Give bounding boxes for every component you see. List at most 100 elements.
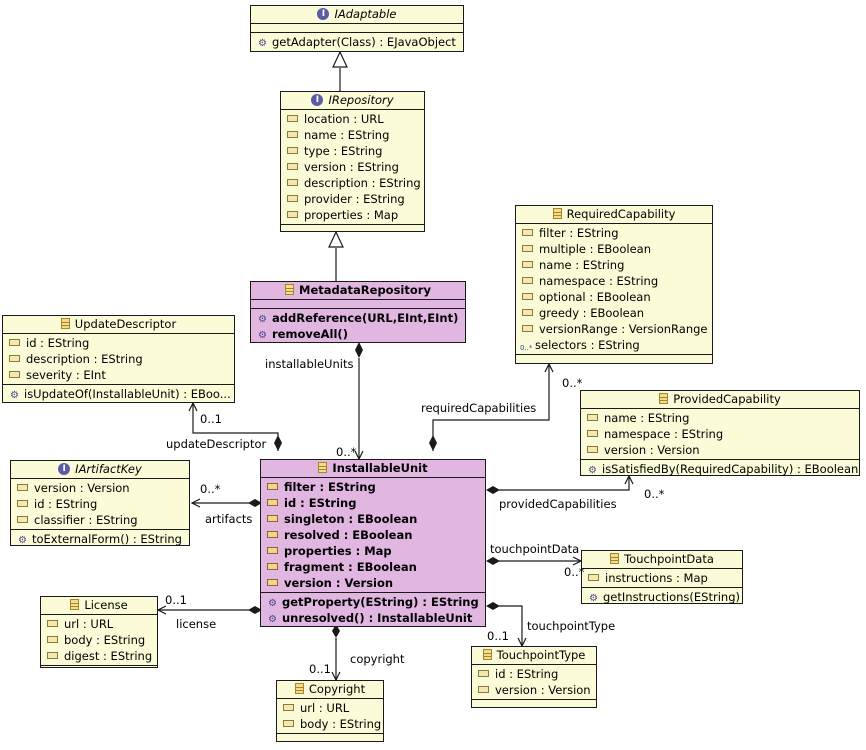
attribute-row[interactable]: provider : EString <box>281 191 424 207</box>
attribute-row[interactable]: id : EString <box>261 495 485 511</box>
attribute-row[interactable]: version : Version <box>11 480 189 496</box>
attribute-row[interactable]: id : EString <box>472 666 596 682</box>
attribute-icon <box>283 720 294 727</box>
attribute-row[interactable]: id : EString <box>11 496 189 512</box>
attribute-row[interactable]: 0..*selectors : EString <box>516 337 712 353</box>
attribute-row[interactable]: description : EString <box>281 175 424 191</box>
attribute-icon <box>9 371 20 378</box>
class-icon <box>610 553 620 564</box>
attribute-row[interactable]: versionRange : VersionRange <box>516 321 712 337</box>
attribute-icon <box>287 195 298 202</box>
class-copyright[interactable]: Copyright url : URL body : EString <box>276 680 384 742</box>
composition-diamond-installableunits <box>355 342 363 358</box>
attribute-row[interactable]: url : URL <box>277 700 383 716</box>
operation-row[interactable]: ⚙addReference(URL,EInt,EInt) <box>251 310 465 326</box>
class-touchpointtype[interactable]: TouchpointType id : EString version : Ve… <box>471 646 597 708</box>
attribute-label: classifier : EString <box>34 513 138 527</box>
attribute-row[interactable]: filter : EString <box>261 479 485 495</box>
attribute-label: versionRange : VersionRange <box>539 322 708 336</box>
attribute-label: type : EString <box>304 144 383 158</box>
attribute-label: body : EString <box>64 633 146 647</box>
attribute-row[interactable]: body : EString <box>277 716 383 732</box>
attribute-icon <box>522 229 533 236</box>
attribute-label: id : EString <box>284 496 357 510</box>
operation-row[interactable]: ⚙isSatisfiedBy(RequiredCapability) : EBo… <box>581 461 859 477</box>
class-requiredcapability[interactable]: RequiredCapability filter : EString mult… <box>515 205 713 364</box>
attribute-row[interactable]: filter : EString <box>516 225 712 241</box>
attribute-row[interactable]: optional : EBoolean <box>516 289 712 305</box>
attribute-icon <box>478 686 489 693</box>
operation-row[interactable]: ⚙unresolved() : InstallableUnit <box>261 610 485 626</box>
attribute-row[interactable]: digest : EString <box>41 648 157 664</box>
attribute-row[interactable]: version : EString <box>281 159 424 175</box>
attribute-label: url : URL <box>64 617 114 631</box>
operation-row[interactable]: ⚙isUpdateOf(InstallableUnit) : EBoo... <box>3 386 234 402</box>
attribute-row[interactable]: resolved : EBoolean <box>261 527 485 543</box>
attribute-row[interactable]: name : EString <box>581 410 859 426</box>
attribute-row[interactable]: type : EString <box>281 143 424 159</box>
composition-diamond-providedcapabilities <box>486 486 500 494</box>
attribute-row[interactable]: version : Version <box>472 682 596 698</box>
attribute-label: properties : Map <box>304 208 399 222</box>
attribute-row[interactable]: version : Version <box>581 442 859 458</box>
attribute-row[interactable]: version : Version <box>261 575 485 591</box>
attribute-icon <box>588 574 599 581</box>
attribute-row[interactable]: name : EString <box>281 127 424 143</box>
attribute-row[interactable]: severity : EInt <box>3 367 234 383</box>
attribute-icon <box>522 277 533 284</box>
operation-row[interactable]: ⚙getInstructions(EString) <box>582 589 742 605</box>
attribute-row[interactable]: location : URL <box>281 111 424 127</box>
attribute-icon <box>17 484 28 491</box>
attribute-row[interactable]: fragment : EBoolean <box>261 559 485 575</box>
assoc-touchpointtype-line <box>499 605 523 646</box>
attribute-label: instructions : Map <box>605 571 708 585</box>
attribute-row[interactable]: instructions : Map <box>582 570 742 586</box>
assoc-updatedescriptor-arrow <box>188 401 198 412</box>
class-touchpointdata[interactable]: TouchpointData instructions : Map ⚙getIn… <box>581 550 743 604</box>
attribute-label: fragment : EBoolean <box>284 560 417 574</box>
attribute-row[interactable]: namespace : EString <box>581 426 859 442</box>
attribute-row[interactable]: body : EString <box>41 632 157 648</box>
attribute-row[interactable]: description : EString <box>3 351 234 367</box>
class-name: TouchpointType <box>496 648 586 662</box>
attribute-label: digest : EString <box>64 649 153 663</box>
role-label-touchpointdata: touchpointData <box>490 542 580 556</box>
generalization-arrowhead <box>332 50 348 68</box>
operation-row[interactable]: ⚙getProperty(EString) : EString <box>261 594 485 610</box>
attributes-section: filter : EString multiple : EBoolean nam… <box>516 224 712 355</box>
attribute-icon <box>267 483 278 490</box>
operations-section <box>281 225 424 233</box>
attribute-row[interactable]: name : EString <box>516 257 712 273</box>
multiplicity-installableunits: 0..* <box>336 445 357 459</box>
class-installableunit[interactable]: InstallableUnit filter : EString id : ES… <box>260 459 486 627</box>
attributes-section: id : EString description : EString sever… <box>3 334 234 385</box>
operation-label: isUpdateOf(InstallableUnit) : EBoo... <box>24 387 231 401</box>
class-license[interactable]: License url : URL body : EString digest … <box>40 596 158 668</box>
operation-row[interactable]: ⚙getAdapter(Class) : EJavaObject <box>251 34 463 50</box>
attributes-section: location : URL name : EString type : ESt… <box>281 110 424 225</box>
attribute-row[interactable]: greedy : EBoolean <box>516 305 712 321</box>
attribute-label: singleton : EBoolean <box>284 512 418 526</box>
attribute-row[interactable]: id : EString <box>3 335 234 351</box>
class-name: Copyright <box>308 682 366 696</box>
attribute-icon <box>287 131 298 138</box>
operation-row[interactable]: ⚙removeAll() <box>251 326 465 342</box>
attributes-section: url : URL body : EString <box>277 699 383 734</box>
class-providedcapability[interactable]: ProvidedCapability name : EString namesp… <box>580 390 860 476</box>
operation-label: toExternalForm() : EString <box>32 532 182 546</box>
attribute-row[interactable]: properties : Map <box>261 543 485 559</box>
attribute-row[interactable]: namespace : EString <box>516 273 712 289</box>
attribute-label: id : EString <box>495 667 559 681</box>
class-metadatarepository[interactable]: MetadataRepository ⚙addReference(URL,EIn… <box>250 281 466 343</box>
attribute-row[interactable]: singleton : EBoolean <box>261 511 485 527</box>
class-updatedescriptor[interactable]: UpdateDescriptor id : EString descriptio… <box>2 315 235 403</box>
operation-row[interactable]: ⚙toExternalForm() : EString <box>11 531 189 547</box>
attribute-row[interactable]: classifier : EString <box>11 512 189 528</box>
attribute-row[interactable]: multiple : EBoolean <box>516 241 712 257</box>
attribute-row[interactable]: url : URL <box>41 616 157 632</box>
attribute-row[interactable]: properties : Map <box>281 207 424 223</box>
attribute-icon <box>267 563 278 570</box>
